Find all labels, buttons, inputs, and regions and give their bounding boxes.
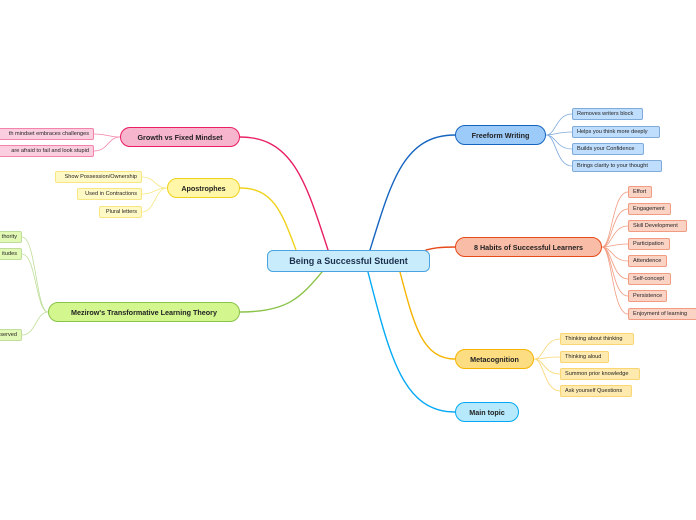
branch-growth xyxy=(239,136,329,251)
branch-metacognition xyxy=(399,271,456,360)
topic-mezirow-theory[interactable]: Mezirow's Transformative Learning Theory xyxy=(48,302,240,322)
subtopic-freeform-writing[interactable]: Helps you think more deeply xyxy=(572,126,660,138)
sub-link-freeform xyxy=(545,134,573,167)
subtopic-metacognition[interactable]: Summon prior knowledge xyxy=(560,368,640,380)
sub-link-habits xyxy=(601,246,629,315)
sub-link-mezirow xyxy=(21,236,49,313)
topic-main-topic[interactable]: Main topic xyxy=(455,402,519,422)
subtopic-apostrophes[interactable]: Show Possession/Ownership xyxy=(55,171,142,183)
subtopic-freeform-writing[interactable]: Builds your Confidence xyxy=(572,143,644,155)
sub-link-habits xyxy=(601,225,629,248)
subtopic-freeform-writing[interactable]: Removes writers block xyxy=(572,108,643,120)
topic-metacognition[interactable]: Metacognition xyxy=(455,349,534,369)
sub-link-habits xyxy=(601,246,629,297)
subtopic-metacognition[interactable]: Thinking aloud xyxy=(560,351,609,363)
sub-link-metacognition xyxy=(533,356,561,360)
subtopic-habit[interactable]: Effort xyxy=(628,186,652,198)
subtopic-habit[interactable]: Engagement xyxy=(628,203,671,215)
subtopic-habit[interactable]: Enjoyment of learning xyxy=(628,308,696,320)
subtopic-habit[interactable]: Persistence xyxy=(628,290,667,302)
subtopic-freeform-writing[interactable]: Brings clarity to your thought xyxy=(572,160,662,172)
sub-link-metacognition xyxy=(533,338,561,360)
topic-growth-vs-fixed-mindset[interactable]: Growth vs Fixed Mindset xyxy=(120,127,240,147)
sub-link-apostrophes xyxy=(141,176,168,189)
subtopic-mindset[interactable]: are afraid to fail and look stupid xyxy=(0,145,94,157)
sub-link-habits xyxy=(601,191,629,248)
subtopic-habit[interactable]: Self-concept xyxy=(628,273,671,285)
branch-mezirow xyxy=(239,271,323,313)
subtopic-mezirow[interactable]: served xyxy=(0,329,22,341)
topic-8-habits[interactable]: 8 Habits of Successful Learners xyxy=(455,237,602,257)
connector-lines xyxy=(21,113,629,413)
sub-link-metacognition xyxy=(533,358,561,392)
branch-apostrophes xyxy=(239,187,297,251)
subtopic-apostrophes[interactable]: Plural letters xyxy=(99,206,142,218)
branch-main_topic xyxy=(367,271,456,413)
central-topic[interactable]: Being a Successful Student xyxy=(267,250,430,272)
sub-link-growth xyxy=(93,133,121,138)
subtopic-habit[interactable]: Participation xyxy=(628,238,670,250)
subtopic-apostrophes[interactable]: Used in Contractions xyxy=(77,188,142,200)
subtopic-habit[interactable]: Attendence xyxy=(628,255,667,267)
subtopic-metacognition[interactable]: Thinking about thinking xyxy=(560,333,634,345)
sub-link-freeform xyxy=(545,131,573,136)
topic-apostrophes[interactable]: Apostrophes xyxy=(167,178,240,198)
subtopic-habit[interactable]: Skill Development xyxy=(628,220,687,232)
sub-link-mezirow xyxy=(21,311,49,336)
sub-link-growth xyxy=(93,136,121,152)
sub-link-apostrophes xyxy=(141,187,168,213)
sub-link-habits xyxy=(601,208,629,248)
subtopic-metacognition[interactable]: Ask yourself Questions xyxy=(560,385,632,397)
branch-freeform xyxy=(369,134,456,251)
sub-link-freeform xyxy=(545,113,573,136)
subtopic-mindset[interactable]: th mindset embraces challenges xyxy=(0,128,94,140)
branch-habits xyxy=(425,246,456,251)
subtopic-mezirow[interactable]: thority xyxy=(0,231,22,243)
topic-freeform-writing[interactable]: Freeform Writing xyxy=(455,125,546,145)
sub-link-habits xyxy=(601,243,629,248)
subtopic-mezirow[interactable]: itudes xyxy=(0,248,22,260)
sub-link-mezirow xyxy=(21,253,49,313)
